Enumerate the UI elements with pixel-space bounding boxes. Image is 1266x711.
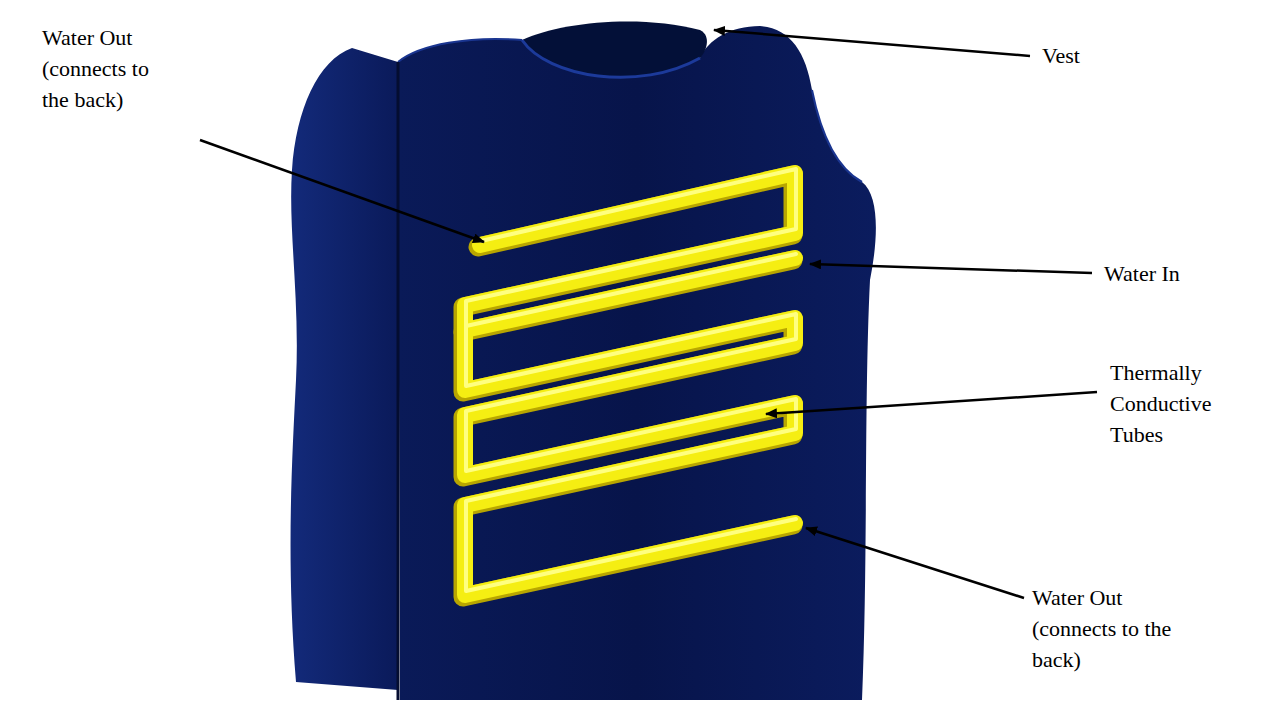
leader-line	[810, 264, 1092, 273]
water-out-label: Water Out (connects to the back)	[1032, 582, 1202, 675]
vest-front-panel	[398, 26, 876, 700]
water-out-label: Water Out (connects to the back)	[42, 22, 174, 115]
vest-label: Vest	[1042, 40, 1122, 71]
vest-panel-seam	[397, 62, 400, 700]
leader-line	[766, 392, 1097, 414]
vest-armhole-edge	[812, 90, 862, 182]
leader-line	[806, 528, 1024, 598]
tube-highlight	[466, 254, 796, 326]
vest-shoulder-edge	[398, 39, 522, 62]
vest-collar-edge	[522, 40, 700, 77]
tubes-label: Thermally Conductive Tubes	[1110, 357, 1230, 450]
tube	[465, 258, 795, 330]
leader-line	[200, 140, 484, 242]
water-in-label: Water In	[1104, 258, 1244, 289]
vest-side-panel	[291, 48, 398, 690]
leader-line	[714, 30, 1030, 56]
tube-highlight	[466, 169, 796, 591]
conductive-tubes	[463, 169, 796, 597]
leader-lines	[200, 30, 1097, 598]
vest-collar	[522, 21, 707, 77]
